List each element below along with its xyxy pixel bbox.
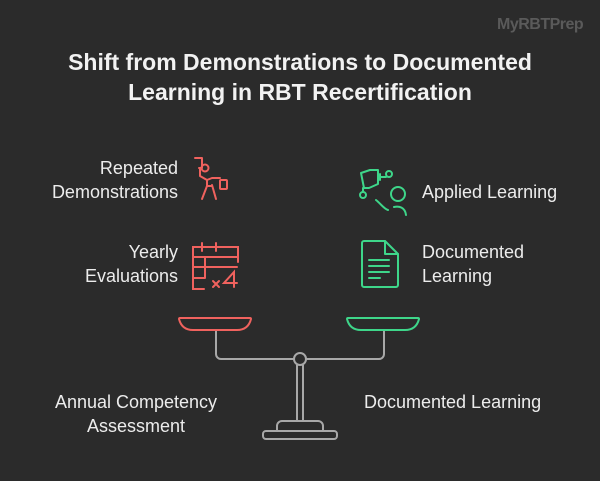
page-title: Shift from Demonstrations to Documented … xyxy=(0,47,600,107)
label-line: Demonstrations xyxy=(51,182,178,202)
person-juggling-icon xyxy=(194,157,228,200)
person-ideas-icon xyxy=(359,169,407,216)
left-pan xyxy=(177,317,253,331)
right-pan xyxy=(345,317,421,331)
label-line: Yearly xyxy=(128,242,178,262)
label-line: Assessment xyxy=(86,416,186,436)
title-line-1: Shift from Demonstrations to Documented xyxy=(68,49,532,75)
calendar-x4-icon xyxy=(192,242,239,290)
right-item-applied-learning: Applied Learning xyxy=(422,180,557,204)
stand xyxy=(262,365,338,440)
label-line: Evaluations xyxy=(84,266,178,286)
label-line: Annual Competency xyxy=(54,392,218,412)
left-item-repeated-demonstrations: Repeated Demonstrations xyxy=(52,156,178,204)
watermark: MyRBTPrep xyxy=(497,16,584,33)
pivot xyxy=(293,352,307,366)
left-base-label: Annual Competency Assessment xyxy=(46,390,226,438)
title-line-2: Learning in RBT Recertification xyxy=(128,79,472,105)
beam xyxy=(215,331,385,360)
label-line: Applied Learning xyxy=(422,182,558,202)
label-line: Repeated xyxy=(99,158,178,178)
label-line: Learning xyxy=(422,266,493,286)
label-line: Documented xyxy=(422,242,525,262)
left-item-yearly-evaluations: Yearly Evaluations xyxy=(85,240,178,288)
right-base-label: Documented Learning xyxy=(364,390,541,414)
right-item-documented-learning: Documented Learning xyxy=(422,240,524,288)
document-icon xyxy=(361,240,399,288)
label-line: Documented Learning xyxy=(364,392,542,412)
